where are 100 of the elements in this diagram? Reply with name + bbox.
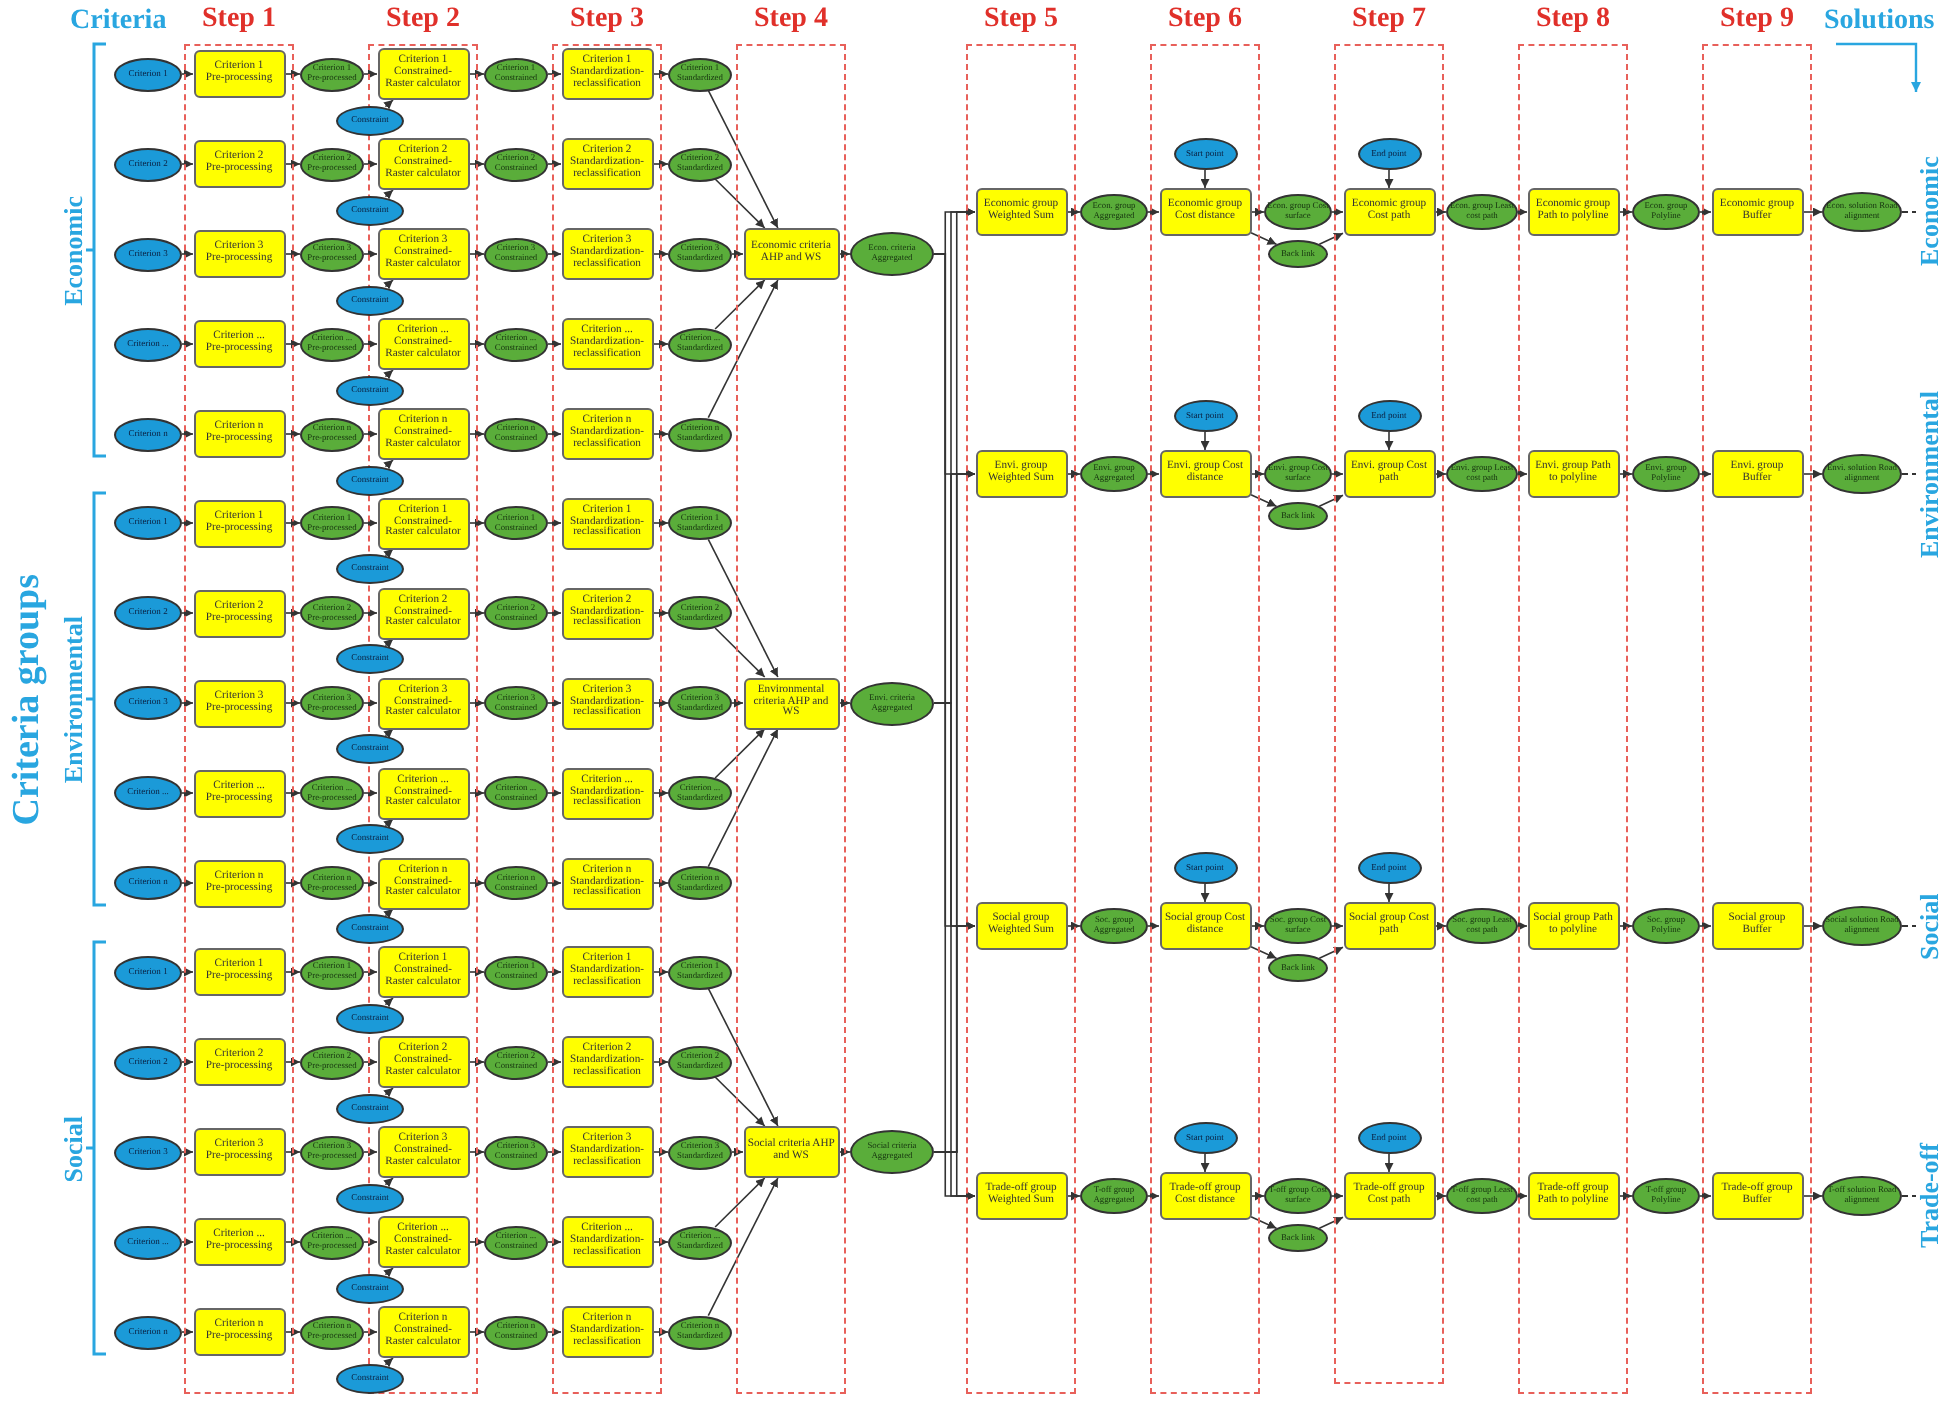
arrow [1066, 1191, 1081, 1201]
arrow [547, 1057, 562, 1067]
arrow [383, 189, 394, 200]
arrow [547, 1237, 562, 1247]
arrow [468, 1057, 485, 1067]
arrow [1384, 431, 1394, 451]
arrow [731, 249, 744, 259]
arrow [363, 878, 378, 888]
arrow [284, 608, 301, 618]
arrow [181, 608, 194, 618]
arrow [468, 159, 485, 169]
arrow [363, 967, 378, 977]
dashed-connector [1901, 211, 1917, 213]
arrow [363, 1327, 378, 1337]
column-heading: Criteria [70, 6, 167, 38]
arrow [652, 967, 669, 977]
arrow [363, 69, 378, 79]
step-heading: Step 7 [1352, 6, 1426, 36]
step-heading: Step 4 [754, 6, 828, 36]
arrow [652, 1147, 669, 1157]
arrow [838, 249, 851, 259]
arrow [383, 908, 394, 919]
arrow [181, 1327, 194, 1337]
arrow [284, 249, 301, 259]
arrow [363, 1147, 378, 1157]
arrow [468, 1327, 485, 1337]
arrow [933, 1151, 976, 1201]
arrow [714, 279, 766, 330]
group-label: Environmental [58, 616, 90, 784]
arrow [181, 429, 194, 439]
step-heading: Step 6 [1168, 6, 1242, 36]
group-label: Social [58, 1116, 90, 1184]
arrow [1200, 1153, 1210, 1173]
arrow [383, 459, 394, 470]
arrow [383, 548, 394, 559]
arrow [1517, 469, 1528, 479]
dashed-connector [1901, 925, 1917, 927]
arrow [468, 69, 485, 79]
arrow [284, 429, 301, 439]
arrow [652, 1057, 669, 1067]
arrow [1147, 1191, 1160, 1201]
arrow [838, 1147, 851, 1157]
arrow [652, 69, 669, 79]
step-heading: Step 2 [386, 6, 460, 36]
arrow [363, 1237, 378, 1247]
arrow [652, 788, 669, 798]
arrow [468, 878, 485, 888]
arrow [1434, 1191, 1447, 1201]
arrow [284, 1237, 301, 1247]
arrow [714, 178, 766, 229]
arrow [1331, 469, 1344, 479]
arrow [547, 339, 562, 349]
arrow [181, 788, 194, 798]
arrow [181, 69, 194, 79]
arrow [1066, 469, 1081, 479]
arrow [1802, 469, 1823, 479]
arrow [383, 997, 394, 1008]
arrow [1384, 883, 1394, 903]
arrow [1200, 883, 1210, 903]
arrow [363, 1057, 378, 1067]
arrow [363, 339, 378, 349]
arrow [468, 788, 485, 798]
arrow [1250, 1215, 1278, 1230]
arrow [652, 698, 669, 708]
arrow [652, 249, 669, 259]
arrow [181, 518, 194, 528]
arrow [468, 339, 485, 349]
arrow [383, 279, 394, 290]
arrow [363, 249, 378, 259]
arrow [383, 728, 394, 739]
solution-label: Social [1916, 884, 1944, 968]
arrow [1066, 207, 1081, 217]
arrow [547, 1147, 562, 1157]
arrow [547, 1327, 562, 1337]
arrow [1434, 207, 1447, 217]
arrow [1200, 431, 1210, 451]
arrow [714, 1076, 766, 1127]
arrow [383, 1267, 394, 1278]
arrow [1802, 207, 1823, 217]
step-heading: Step 8 [1536, 6, 1610, 36]
arrow [714, 1177, 766, 1228]
arrow [1434, 469, 1447, 479]
arrow [284, 1147, 301, 1157]
step-heading: Step 5 [984, 6, 1058, 36]
arrow [383, 638, 394, 649]
dashed-connector [1901, 473, 1917, 475]
arrow [547, 608, 562, 618]
arrow [181, 159, 194, 169]
arrow [714, 627, 766, 678]
axis-title: Criteria groups [6, 574, 50, 826]
arrow [468, 1147, 485, 1157]
arrow [363, 608, 378, 618]
step-heading: Step 9 [1720, 6, 1794, 36]
arrow [1517, 207, 1528, 217]
arrow [363, 429, 378, 439]
arrow [547, 429, 562, 439]
dashed-connector [1901, 1195, 1917, 1197]
arrow [652, 608, 669, 618]
arrow [284, 518, 301, 528]
arrow [1384, 1153, 1394, 1173]
